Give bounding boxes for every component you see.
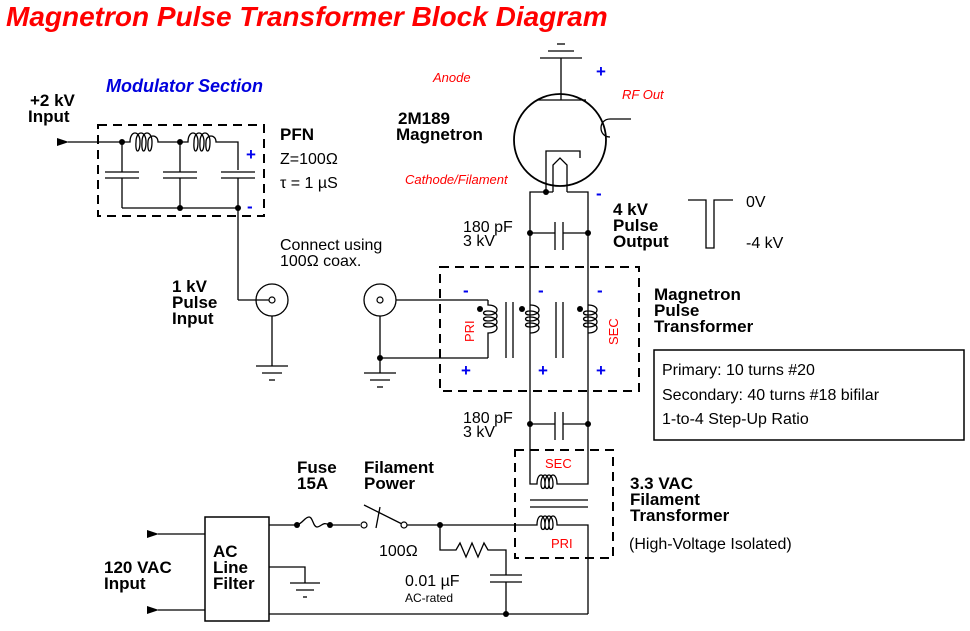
- filament-secondary-winding: [529, 465, 589, 490]
- transformer-input-connector: [363, 283, 488, 388]
- filament-transformer: SEC PRI 3.3 VAC Filament Transformer (Hi…: [440, 449, 792, 610]
- modulator-section-label: Modulator Section: [106, 76, 263, 96]
- fuse-label: Fuse: [297, 458, 337, 477]
- secondary-winding-2: [582, 304, 598, 334]
- primary-winding: [482, 300, 498, 358]
- output-label-3: Output: [613, 232, 669, 251]
- snubber-cap-note: AC-rated: [405, 591, 453, 605]
- cap-bottom-rating: 3 kV: [463, 424, 495, 441]
- output-level-high: 0V: [746, 194, 766, 211]
- pulse-input-label-2: Pulse: [172, 293, 217, 312]
- filament-pri-label: PRI: [551, 536, 573, 551]
- filament-transformer-label: 3.3 VAC: [630, 474, 693, 493]
- pulse-output-annotation: 4 kV Pulse Output 0V -4 kV: [613, 194, 784, 252]
- filament-sec-label: SEC: [545, 456, 572, 471]
- pulse-transformer-label: Magnetron: [654, 285, 741, 304]
- rf-output-loop-icon: [600, 118, 631, 138]
- filter-label: AC: [213, 542, 238, 561]
- pulse-input-connector: 1 kV Pulse Input Connect using 100Ω coax…: [172, 208, 382, 381]
- spec-secondary: Secondary: 40 turns #18 bifilar: [662, 387, 880, 404]
- hv-input-label: +2 kV: [30, 91, 76, 110]
- anode-plus: +: [596, 62, 606, 81]
- switch-contact: [360, 521, 368, 529]
- pulse-input-label: 1 kV: [172, 277, 208, 296]
- pfn-time-constant: τ = 1 µS: [280, 175, 338, 192]
- output-label-2: Pulse: [613, 216, 658, 235]
- ac-input-label-2: Input: [104, 574, 146, 593]
- filament-transformer-boundary: [514, 449, 614, 559]
- pfn-impedance: Z=100Ω: [280, 151, 338, 168]
- cathode-minus: -: [596, 184, 602, 203]
- pulse-input-label-3: Input: [172, 309, 214, 328]
- ac-line-filter: [204, 516, 270, 622]
- snubber-cap-value: 0.01 µF: [405, 573, 460, 590]
- spec-ratio: 1-to-4 Step-Up Ratio: [662, 411, 809, 428]
- coax-note-2: 100Ω coax.: [280, 253, 361, 270]
- pfn-inductor-1: [122, 132, 180, 152]
- coax-note: Connect using: [280, 237, 382, 254]
- cathode-label: Cathode/Filament: [405, 172, 509, 187]
- pfn-inductor-2: [180, 132, 239, 170]
- anode-label: Anode: [432, 70, 471, 85]
- pulse-transformer: PRI SEC - - - + + + Magnetron Pulse Tran…: [439, 266, 965, 441]
- pfn-label: PFN: [280, 125, 314, 144]
- sec2-polarity-top: -: [597, 281, 603, 300]
- rf-out-label: RF Out: [622, 87, 665, 102]
- filament-primary-winding: [440, 515, 589, 610]
- pfn-boundary: [97, 124, 265, 217]
- pulse-transformer-label-3: Transformer: [654, 317, 754, 336]
- spec-box: [653, 349, 965, 441]
- secondary-winding-1: [524, 304, 540, 334]
- filament-power-switch: [363, 504, 405, 526]
- pulse-transformer-label-2: Pulse: [654, 301, 699, 320]
- switch-label: Filament: [364, 458, 434, 477]
- filter-label-3: Filter: [213, 574, 255, 593]
- ac-input-label: 120 VAC: [104, 558, 172, 577]
- switch-label-2: Power: [364, 474, 415, 493]
- cathode-leads: 180 pF 3 kV 180 pF 3 kV: [463, 189, 591, 465]
- pulse-transformer-boundary: [439, 266, 640, 392]
- magnetron-model: 2M189: [398, 109, 450, 128]
- pulse-waveform-icon: [688, 199, 733, 249]
- sec1-polarity-top: -: [538, 281, 544, 300]
- pfn-minus: -: [247, 197, 253, 216]
- magnetron-envelope: [513, 93, 607, 187]
- output-level-low: -4 kV: [746, 235, 784, 252]
- magnetron-tube: Anode RF Out Cathode/Filament + - 2M189 …: [396, 43, 665, 203]
- pfn-plus: +: [246, 145, 256, 164]
- filament-transformer-note: (High-Voltage Isolated): [629, 536, 792, 553]
- filament-transformer-label-3: Transformer: [630, 506, 730, 525]
- fuse-icon: [296, 516, 330, 528]
- pri-polarity-top: -: [463, 281, 469, 300]
- pfn-network: Modulator Section +2 kV Input + - PFN Z=…: [28, 76, 338, 217]
- spec-primary: Primary: 10 turns #20: [662, 362, 815, 379]
- cap-bottom-value: 180 pF: [463, 410, 513, 427]
- sec-label: SEC: [606, 318, 621, 345]
- sec2-polarity-bottom: +: [596, 361, 606, 380]
- magnetron-name: Magnetron: [396, 125, 483, 144]
- ac-input-section: AC Line Filter 120 VAC Input Fuse 15A Fi…: [104, 458, 589, 622]
- resistor-value: 100Ω: [379, 543, 418, 560]
- cap-top-rating: 3 kV: [463, 233, 495, 250]
- cap-top-value: 180 pF: [463, 219, 513, 236]
- hv-input-label-2: Input: [28, 107, 70, 126]
- pri-label: PRI: [462, 320, 477, 342]
- pri-polarity-bottom: +: [461, 361, 471, 380]
- fuse-rating: 15A: [297, 474, 328, 493]
- output-label: 4 kV: [613, 200, 649, 219]
- filament-transformer-label-2: Filament: [630, 490, 700, 509]
- sec1-polarity-bottom: +: [538, 361, 548, 380]
- diagram-title: Magnetron Pulse Transformer Block Diagra…: [6, 1, 608, 32]
- filter-label-2: Line: [213, 558, 248, 577]
